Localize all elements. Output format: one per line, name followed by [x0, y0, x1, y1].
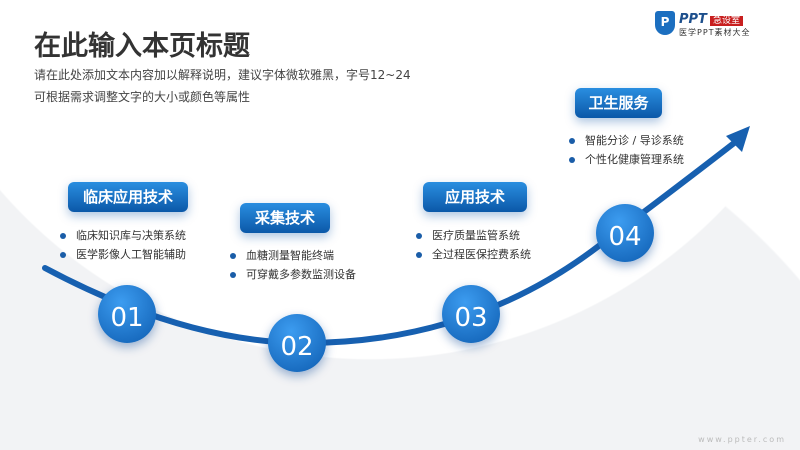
- step-3-number: 03: [442, 285, 500, 343]
- list-item: 医疗质量监管系统: [414, 226, 531, 245]
- step-1-number: 01: [98, 285, 156, 343]
- step-1-list: 临床知识库与决策系统 医学影像人工智能辅助: [58, 226, 186, 264]
- list-item: 临床知识库与决策系统: [58, 226, 186, 245]
- step-4-number: 04: [596, 204, 654, 262]
- arrow-head-icon: [726, 126, 750, 152]
- logo-brand: PPT: [679, 12, 707, 27]
- step-4-list: 智能分诊 / 导诊系统 个性化健康管理系统: [567, 131, 684, 169]
- list-item: 智能分诊 / 导诊系统: [567, 131, 684, 150]
- step-1-label: 临床应用技术: [68, 182, 188, 212]
- subtitle-line-2: 可根据需求调整文字的大小或颜色等属性: [34, 90, 251, 104]
- logo-badge: 急设室: [709, 16, 743, 26]
- page-title: 在此输入本页标题: [34, 31, 250, 62]
- list-item: 全过程医保控费系统: [414, 245, 531, 264]
- step-2-label: 采集技术: [240, 203, 330, 233]
- watermark: www.ppter.com: [698, 435, 786, 444]
- step-2-list: 血糖测量智能终端 可穿戴多参数监测设备: [228, 246, 356, 284]
- step-4-label: 卫生服务: [575, 88, 662, 118]
- list-item: 个性化健康管理系统: [567, 150, 684, 169]
- step-3-list: 医疗质量监管系统 全过程医保控费系统: [414, 226, 531, 264]
- step-2-number: 02: [268, 314, 326, 372]
- subtitle-line-1: 请在此处添加文本内容加以解释说明，建议字体微软雅黑，字号12~24: [34, 68, 411, 82]
- list-item: 医学影像人工智能辅助: [58, 245, 186, 264]
- list-item: 可穿戴多参数监测设备: [228, 265, 356, 284]
- step-3-label: 应用技术: [423, 182, 527, 212]
- shield-logo-icon: P: [655, 11, 675, 35]
- list-item: 血糖测量智能终端: [228, 246, 356, 265]
- logo-tagline: 医学PPT素材大全: [679, 28, 751, 37]
